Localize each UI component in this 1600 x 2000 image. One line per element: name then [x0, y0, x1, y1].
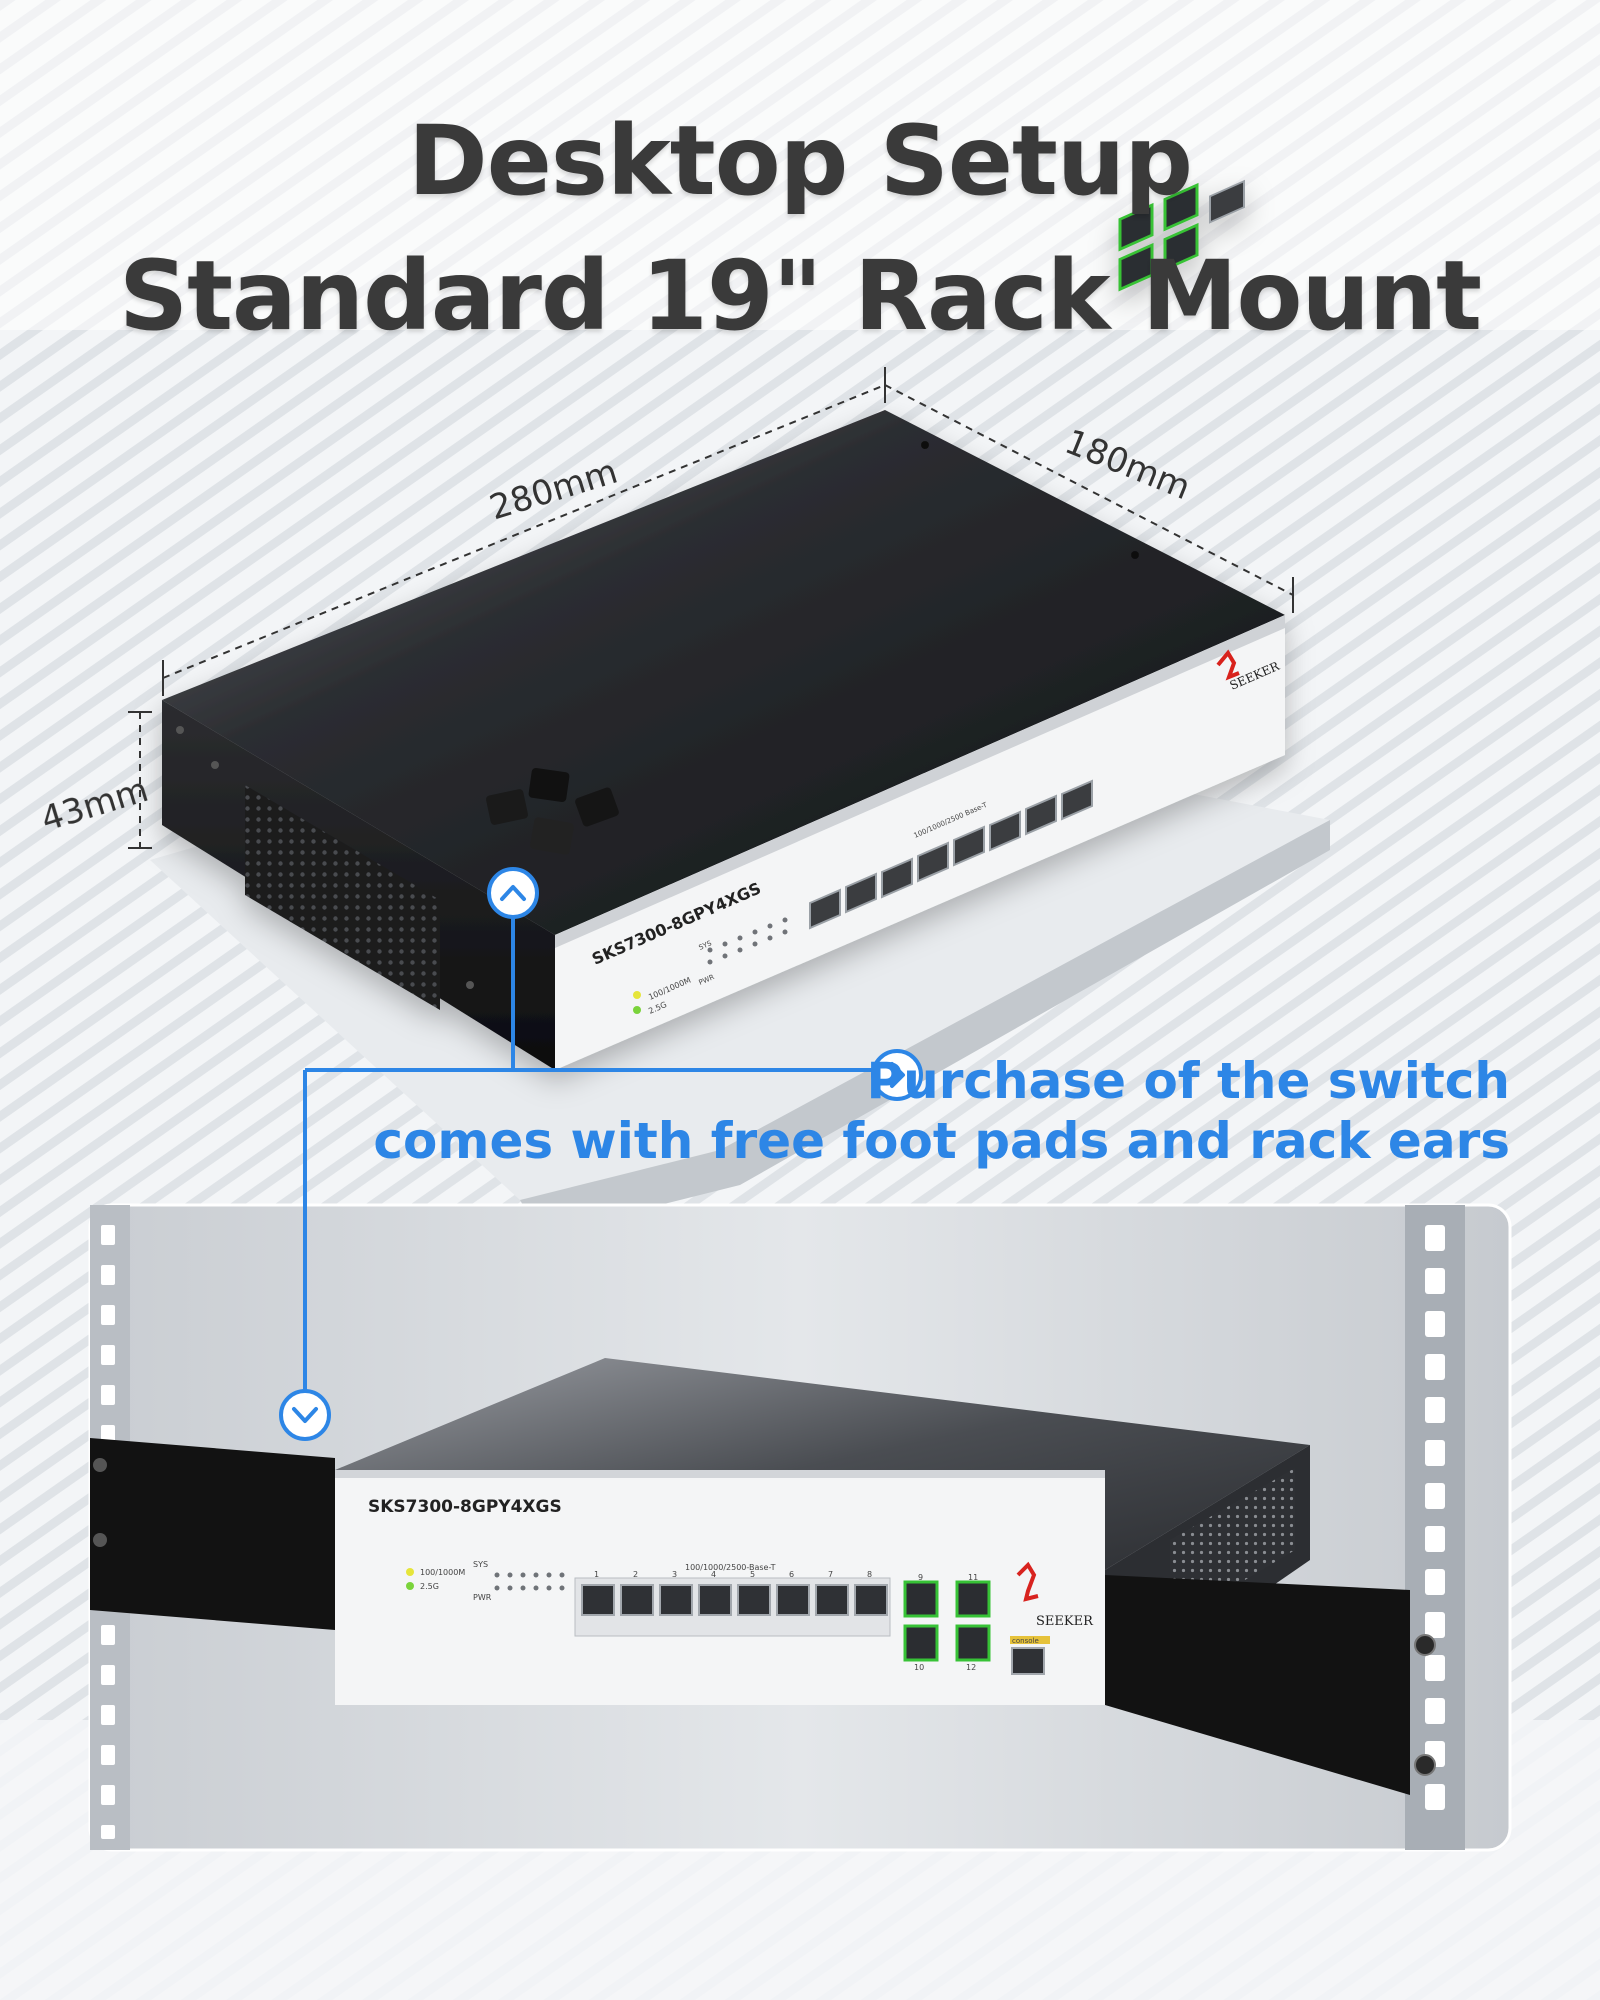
foot-pads: [486, 768, 619, 855]
port-number-5: 5: [750, 1570, 755, 1579]
rack-ear-left: [90, 1438, 335, 1630]
dimension-lines: [139, 384, 1294, 848]
port-number-4: 4: [711, 1570, 716, 1579]
headline-desktop-setup: Desktop Setup: [408, 105, 1193, 217]
port-number-6: 6: [789, 1570, 794, 1579]
brand-logo-rack: [1016, 1561, 1039, 1602]
brand-name-rack: SEEKER: [1036, 1614, 1094, 1629]
console-port-desktop: [1209, 179, 1245, 224]
chevron-right-icon: [871, 1049, 923, 1101]
led-indicators-desktop: [633, 991, 641, 1014]
rack-ear-right: [1105, 1575, 1410, 1795]
rack-panel: SKS7300-8GPY4XGS 100/1000M 2.5G SYS PWR …: [88, 1203, 1512, 1852]
port-label-rack: 100/1000/2500-Base-T: [685, 1563, 776, 1572]
rj45-ports-rack: [581, 1584, 888, 1616]
sfp-ports-rack: [903, 1580, 991, 1662]
chevron-down-icon: [279, 1389, 331, 1441]
headline-rack-mount: Standard 19" Rack Mount: [118, 240, 1482, 352]
port-number-7: 7: [828, 1570, 833, 1579]
switch-desktop: SKS7300-8GPY4XGS 100/1000M 2.5G SYS PWR …: [162, 179, 1285, 1070]
chevron-up-icon: [487, 867, 539, 919]
sfp-number-12: 12: [966, 1663, 976, 1672]
led-legend-2-rack: 2.5G: [420, 1582, 439, 1591]
led-legend-1-rack: 100/1000M: [420, 1568, 465, 1577]
port-number-3: 3: [672, 1570, 677, 1579]
sfp-number-9: 9: [918, 1573, 923, 1582]
port-number-2: 2: [633, 1570, 638, 1579]
callout-line-1: Purchase of the switch: [866, 1052, 1510, 1110]
led-row-pwr-rack: PWR: [473, 1593, 492, 1602]
console-port-rack: [1011, 1647, 1045, 1675]
port-number-8: 8: [867, 1570, 872, 1579]
led-row-sys-rack: SYS: [473, 1560, 488, 1569]
console-label-rack: console: [1012, 1637, 1039, 1645]
switch-model-label-rack: SKS7300-8GPY4XGS: [368, 1497, 562, 1517]
callout-connector: [303, 912, 873, 1392]
rj45-ports-desktop: [809, 779, 1093, 930]
sfp-ports-desktop: [1118, 182, 1199, 292]
port-number-1: 1: [594, 1570, 599, 1579]
brand-logo-desktop: [1216, 649, 1240, 681]
callout-line-2: comes with free foot pads and rack ears: [373, 1112, 1510, 1170]
sfp-number-10: 10: [914, 1663, 924, 1672]
sfp-number-11: 11: [968, 1573, 978, 1582]
